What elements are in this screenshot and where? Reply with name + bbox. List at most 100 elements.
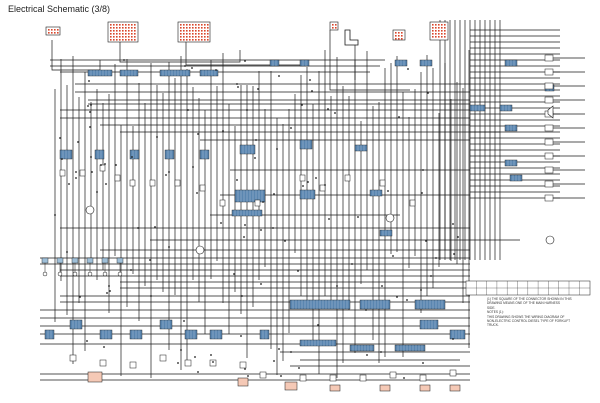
junction-dot	[328, 218, 330, 220]
component	[254, 199, 261, 207]
component	[87, 371, 103, 383]
connector	[59, 149, 73, 160]
component	[239, 361, 247, 369]
junction-dot	[192, 166, 194, 168]
connector	[209, 329, 223, 340]
component	[219, 199, 226, 207]
notes-block: (1) THE SQUARE OF THE CONNECTOR SHOWN IN…	[487, 297, 597, 328]
junction-dot	[381, 285, 383, 287]
components-layer	[41, 21, 591, 392]
component	[449, 369, 457, 377]
header-connector	[107, 21, 139, 43]
junction-dot	[131, 156, 133, 158]
junction-dot	[420, 289, 422, 291]
junction-dot	[236, 83, 238, 85]
junction-dot	[241, 295, 243, 297]
component	[129, 361, 137, 369]
note-line: TRUCK.	[487, 323, 499, 328]
junction-dot	[392, 255, 394, 257]
junction-dot	[257, 88, 259, 90]
junction-dot	[105, 183, 107, 185]
connector	[199, 69, 219, 77]
junction-dot	[89, 111, 91, 113]
connector	[94, 149, 105, 160]
junction-dot	[130, 269, 132, 271]
junction-dot	[452, 223, 454, 225]
header-connector	[329, 21, 339, 31]
page-title: Electrical Schematic (3/8)	[8, 4, 111, 14]
connector-head	[116, 257, 124, 277]
junction-dot	[150, 295, 152, 297]
junction-dot	[403, 377, 405, 379]
connector	[69, 319, 83, 330]
junction-dot	[425, 240, 427, 242]
junction-dot	[137, 227, 139, 229]
junction-dot	[149, 259, 151, 261]
junction-dot	[278, 348, 280, 350]
note-line: NON-ELECTRIC CONTROL DIESEL TYPE OF FORK…	[487, 319, 571, 324]
connector	[44, 329, 55, 340]
component	[174, 179, 181, 187]
connector	[259, 329, 270, 340]
connector	[129, 149, 140, 160]
component	[544, 166, 554, 174]
junction-dot	[197, 371, 199, 373]
connector	[509, 174, 523, 182]
junction-dot	[222, 130, 224, 132]
connector	[419, 319, 439, 330]
connector-head	[56, 257, 64, 277]
connector	[99, 329, 113, 340]
junction-dot	[61, 158, 63, 160]
junction-dot	[307, 181, 309, 183]
connector-head	[41, 257, 49, 277]
junction-dot	[240, 335, 242, 337]
component	[449, 384, 461, 392]
component	[59, 169, 66, 177]
junction-dot	[290, 127, 292, 129]
component	[199, 184, 206, 192]
connector	[379, 229, 393, 237]
junction-dot	[244, 368, 246, 370]
component	[299, 174, 306, 182]
junction-dot	[351, 263, 353, 265]
junction-dot	[187, 109, 189, 111]
junction-dot	[103, 346, 105, 348]
junction-dot	[427, 92, 429, 94]
wire	[51, 40, 101, 71]
junction-dot	[79, 296, 81, 298]
junction-dot	[75, 177, 77, 179]
junction-dot	[180, 349, 182, 351]
junction-dot	[77, 141, 79, 143]
component	[69, 354, 77, 362]
junction-dot	[421, 192, 423, 194]
connector	[87, 69, 113, 77]
connector	[299, 339, 337, 347]
junction-dot	[315, 177, 317, 179]
component	[379, 179, 386, 187]
component	[79, 169, 86, 177]
junction-dot	[290, 351, 292, 353]
component	[419, 374, 427, 382]
junction-dot	[165, 174, 167, 176]
junction-dot	[100, 164, 102, 166]
wire-color-table	[465, 280, 591, 296]
junction-dot	[109, 290, 111, 292]
connector	[394, 59, 408, 67]
component	[259, 371, 267, 379]
junction-dot	[317, 324, 319, 326]
component	[299, 374, 307, 382]
connector	[299, 189, 316, 200]
junction-dot	[244, 224, 246, 226]
horn-icon	[547, 105, 554, 119]
junction-dot	[365, 309, 367, 311]
junction-dot	[435, 257, 437, 259]
component	[544, 54, 554, 62]
sensor	[85, 205, 95, 215]
connector	[239, 144, 256, 155]
connector	[231, 209, 263, 217]
junction-dot	[334, 112, 336, 114]
component	[209, 359, 217, 367]
junction-dot	[246, 109, 248, 111]
junction-dot	[104, 163, 106, 165]
junction-dot	[406, 299, 408, 301]
